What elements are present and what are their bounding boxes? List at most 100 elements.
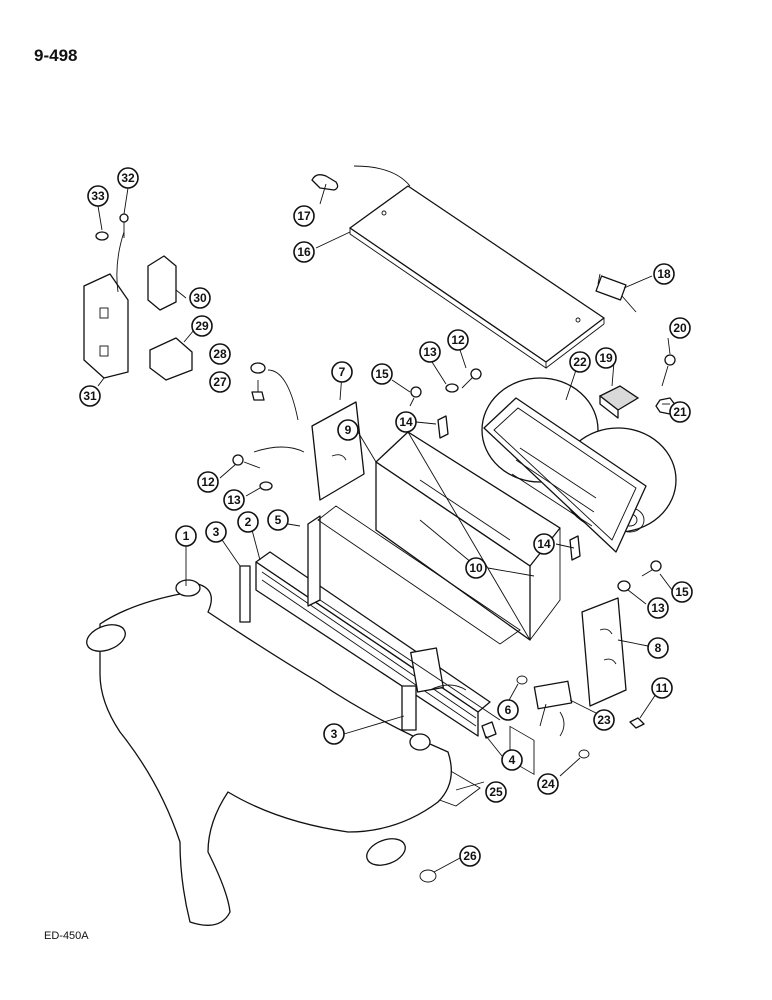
- callout-14-upper: 14: [395, 411, 417, 433]
- cover-plate: [349, 185, 605, 369]
- clamp: [481, 721, 497, 739]
- svg-text:32: 32: [121, 171, 135, 185]
- callout-17: 17: [293, 205, 315, 227]
- washer-13-right: [617, 580, 631, 592]
- svg-text:21: 21: [673, 405, 687, 419]
- svg-text:27: 27: [213, 375, 227, 389]
- svg-text:15: 15: [675, 585, 689, 599]
- bolt-12-upper: [461, 368, 482, 389]
- svg-text:29: 29: [195, 319, 209, 333]
- svg-text:31: 31: [83, 389, 97, 403]
- svg-text:15: 15: [375, 367, 389, 381]
- callout-28: 28: [209, 343, 231, 365]
- svg-text:22: 22: [573, 355, 587, 369]
- svg-text:16: 16: [297, 245, 311, 259]
- callout-18: 18: [653, 263, 675, 285]
- svg-text:3: 3: [213, 525, 220, 539]
- svg-text:5: 5: [275, 513, 282, 527]
- figure-code: ED-450A: [44, 930, 89, 942]
- svg-text:13: 13: [227, 493, 241, 507]
- valve: [533, 680, 573, 737]
- callout-8: 8: [647, 637, 669, 659]
- callout-9: 9: [337, 419, 359, 441]
- leader-lines: [97, 165, 673, 873]
- svg-text:33: 33: [91, 189, 105, 203]
- screw-20: [661, 354, 676, 387]
- callout-16: 16: [293, 241, 315, 263]
- washer-13-left: [259, 481, 273, 491]
- page-number: 9-498: [34, 46, 78, 65]
- svg-text:2: 2: [245, 515, 252, 529]
- callout-12-left: 12: [197, 471, 219, 493]
- callout-15-upper: 15: [371, 363, 393, 385]
- callout-13-left: 13: [223, 489, 245, 511]
- bolt-27: [251, 380, 265, 401]
- o-ring-24: [578, 749, 590, 759]
- svg-text:12: 12: [451, 333, 465, 347]
- relay-30: [147, 255, 177, 311]
- svg-text:7: 7: [339, 365, 346, 379]
- callout-21: 21: [669, 401, 691, 423]
- svg-text:9: 9: [345, 423, 352, 437]
- callout-2: 2: [237, 511, 259, 533]
- callout-20: 20: [669, 317, 691, 339]
- washer-28: [250, 362, 266, 374]
- svg-text:6: 6: [505, 703, 512, 717]
- svg-text:12: 12: [201, 475, 215, 489]
- callout-10-left: 10: [465, 557, 487, 579]
- blower-assembly: [481, 377, 677, 776]
- callout-19: 19: [595, 347, 617, 369]
- bolt-12-left: [232, 454, 261, 469]
- seal-upper: [239, 565, 251, 623]
- svg-text:30: 30: [193, 291, 207, 305]
- callout-30: 30: [189, 287, 211, 309]
- svg-text:25: 25: [489, 785, 503, 799]
- o-ring-26: [419, 869, 437, 883]
- callout-27: 27: [209, 371, 231, 393]
- svg-text:28: 28: [213, 347, 227, 361]
- o-ring-6: [516, 675, 528, 685]
- seal-5: [307, 515, 321, 607]
- svg-text:10: 10: [469, 561, 483, 575]
- callout-25: 25: [485, 781, 507, 803]
- callout-29: 29: [191, 315, 213, 337]
- bracket-7: [311, 401, 365, 501]
- callout-26: 26: [459, 845, 481, 867]
- mounting-bracket: [83, 273, 129, 379]
- svg-text:8: 8: [655, 641, 662, 655]
- callout-23: 23: [593, 709, 615, 731]
- svg-text:18: 18: [657, 267, 671, 281]
- relay-29: [149, 337, 193, 381]
- callout-31: 31: [79, 385, 101, 407]
- callout-13-upper: 13: [419, 341, 441, 363]
- callout-22: 22: [569, 351, 591, 373]
- callout-32: 32: [117, 167, 139, 189]
- air-duct: [86, 579, 452, 926]
- svg-text:17: 17: [297, 209, 311, 223]
- callout-3-upper: 3: [205, 521, 227, 543]
- callout-12-upper: 12: [447, 329, 469, 351]
- bracket-8: [581, 597, 627, 707]
- clip: [311, 174, 339, 191]
- washer-13-upper: [445, 383, 459, 393]
- callout-13-right: 13: [647, 597, 669, 619]
- svg-text:1: 1: [183, 529, 190, 543]
- svg-text:13: 13: [423, 345, 437, 359]
- svg-text:11: 11: [656, 681, 669, 695]
- pipe: [429, 684, 467, 691]
- callout-15-right: 15: [671, 581, 693, 603]
- core-cover: [317, 505, 521, 721]
- svg-text:14: 14: [399, 415, 413, 429]
- svg-text:24: 24: [541, 777, 555, 791]
- screw-15-upper: [409, 386, 422, 407]
- svg-text:3: 3: [331, 727, 338, 741]
- callout-4: 4: [501, 749, 523, 771]
- connector: [595, 273, 637, 313]
- washer-33: [95, 231, 109, 241]
- callout-11: 11: [651, 677, 673, 699]
- svg-text:23: 23: [597, 713, 611, 727]
- callout-6: 6: [497, 699, 519, 721]
- screw-15-right: [641, 560, 662, 577]
- clip-11: [629, 717, 645, 729]
